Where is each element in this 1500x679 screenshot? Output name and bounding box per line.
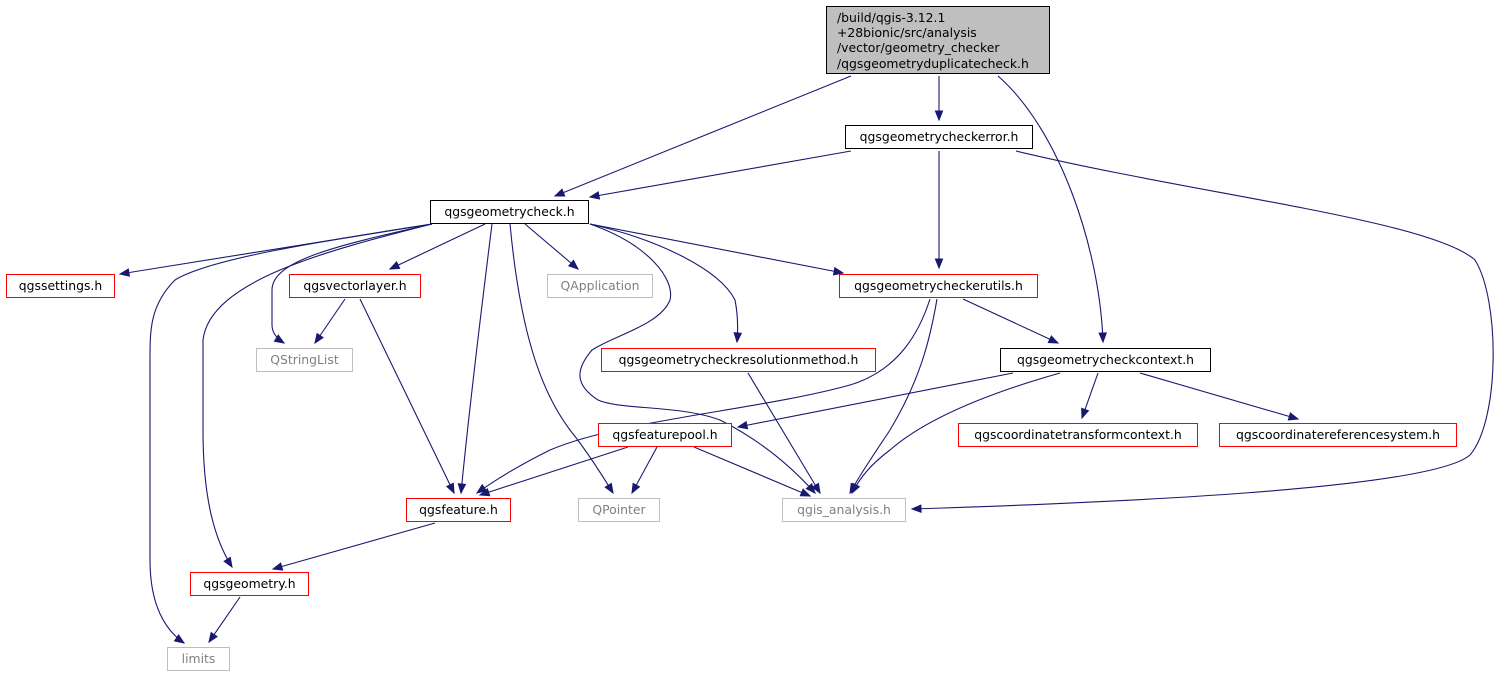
edge-context-to-featurepool (737, 372, 1014, 428)
edge-check-to-resolution (589, 223, 739, 343)
arrowhead-featurepool-to-qpointer (631, 482, 641, 495)
edge-layer (118, 75, 1494, 644)
edge-check-to-geometry (202, 223, 433, 568)
arrowhead-checkerror-to-check (588, 191, 601, 200)
edge-vectorlayer-to-feature (359, 298, 455, 494)
arrowhead-checkerutils-to-context (1047, 335, 1060, 344)
arrowhead-featurepool-to-analysis (799, 488, 812, 497)
arrowhead-check-to-limits (173, 634, 186, 644)
node-root-file[interactable]: /build/qgis-3.12.1 +28bionic/src/analysi… (826, 6, 1050, 74)
edge-checkerror-to-check (589, 150, 852, 198)
node-check[interactable]: qgsgeometrycheck.h (430, 200, 589, 224)
node-context[interactable]: qgsgeometrycheckcontext.h (1000, 348, 1211, 372)
arrowhead-root-to-check (553, 188, 566, 197)
arrowhead-check-to-resolution (733, 332, 743, 344)
arrowhead-root-to-checkerror (934, 110, 944, 122)
arrowhead-vectorlayer-to-qstringlist (314, 332, 324, 345)
arrowhead-vectorlayer-to-feature (445, 482, 455, 495)
node-featurepool[interactable]: qgsfeaturepool.h (598, 423, 732, 447)
node-vectorlayer[interactable]: qgsvectorlayer.h (289, 274, 421, 298)
node-settings[interactable]: qgssettings.h (6, 274, 115, 298)
node-checkerutils[interactable]: qgsgeometrycheckerutils.h (839, 274, 1038, 298)
edge-check-to-checkerutils (589, 223, 844, 274)
arrowhead-context-to-crs (1287, 412, 1300, 421)
root-line-1: /build/qgis-3.12.1 (837, 10, 946, 25)
node-checkerror[interactable]: qgsgeometrycheckerror.h (845, 125, 1033, 149)
node-ctcontext[interactable]: qgscoordinatetransformcontext.h (958, 423, 1198, 447)
edge-checkerutils-to-feature (476, 298, 931, 494)
edge-check-to-qpointer (509, 223, 614, 494)
edge-check-to-feature (460, 223, 493, 494)
edge-check-to-vectorlayer (389, 223, 486, 270)
arrowhead-check-to-geometry (223, 556, 233, 569)
arrowhead-check-to-qapplication (567, 259, 580, 270)
edge-check-to-limits (149, 223, 433, 644)
arrowhead-context-to-featurepool (736, 420, 749, 430)
node-qpointer[interactable]: QPointer (578, 498, 660, 522)
arrowhead-check-to-vectorlayer (388, 261, 401, 270)
node-feature[interactable]: qgsfeature.h (406, 498, 511, 522)
edge-check-to-analysis (579, 223, 816, 494)
arrowhead-root-to-context (1098, 332, 1108, 344)
node-geometry[interactable]: qgsgeometry.h (190, 572, 309, 596)
node-qstringlist[interactable]: QStringList (256, 348, 353, 372)
node-resolution[interactable]: qgsgeometrycheckresolutionmethod.h (601, 348, 876, 372)
arrowhead-checkerror-to-checkerutils (934, 258, 944, 270)
edge-checkerutils-to-context (962, 298, 1059, 344)
edge-featurepool-to-feature (479, 446, 629, 496)
root-line-2: +28bionic/src/analysis (837, 25, 977, 41)
edge-context-to-crs (1139, 372, 1299, 420)
arrowhead-geometry-to-limits (208, 631, 218, 644)
arrowhead-check-to-qpointer (604, 482, 614, 495)
arrowhead-checkerror-to-analysis (910, 504, 922, 514)
arrowhead-feature-to-geometry (271, 562, 284, 571)
node-crs[interactable]: qgscoordinatereferencesystem.h (1219, 423, 1457, 447)
arrowhead-context-to-ctcontext (1081, 407, 1090, 420)
arrowhead-check-to-feature (457, 483, 467, 495)
node-analysis[interactable]: qgis_analysis.h (782, 498, 906, 522)
edge-resolution-to-analysis (747, 372, 821, 494)
arrowhead-resolution-to-analysis (811, 482, 821, 495)
arrowhead-checkerutils-to-feature (475, 483, 488, 494)
node-qapplication[interactable]: QApplication (547, 274, 653, 298)
arrowhead-featurepool-to-feature (478, 487, 491, 497)
edge-featurepool-to-analysis (693, 446, 811, 497)
edge-feature-to-geometry (272, 522, 436, 570)
edge-check-to-qstringlist (271, 223, 433, 344)
arrowhead-check-to-checkerutils (832, 266, 845, 276)
root-line-3: /vector/geometry_checker (837, 40, 1000, 56)
edge-root-to-context (997, 75, 1104, 343)
edge-checkerutils-to-analysis (849, 298, 938, 494)
node-limits[interactable]: limits (167, 647, 230, 671)
edge-checkerror-to-analysis (911, 150, 1494, 510)
edge-context-to-analysis (851, 372, 1061, 494)
edge-root-to-check (554, 75, 852, 197)
arrowhead-context-to-analysis (851, 482, 861, 495)
root-line-4: /qgsgeometryduplicatecheck.h (837, 55, 1029, 71)
arrowhead-check-to-settings (118, 268, 131, 277)
arrowhead-check-to-qstringlist (273, 334, 286, 344)
edge-check-to-qapplication (524, 223, 579, 270)
